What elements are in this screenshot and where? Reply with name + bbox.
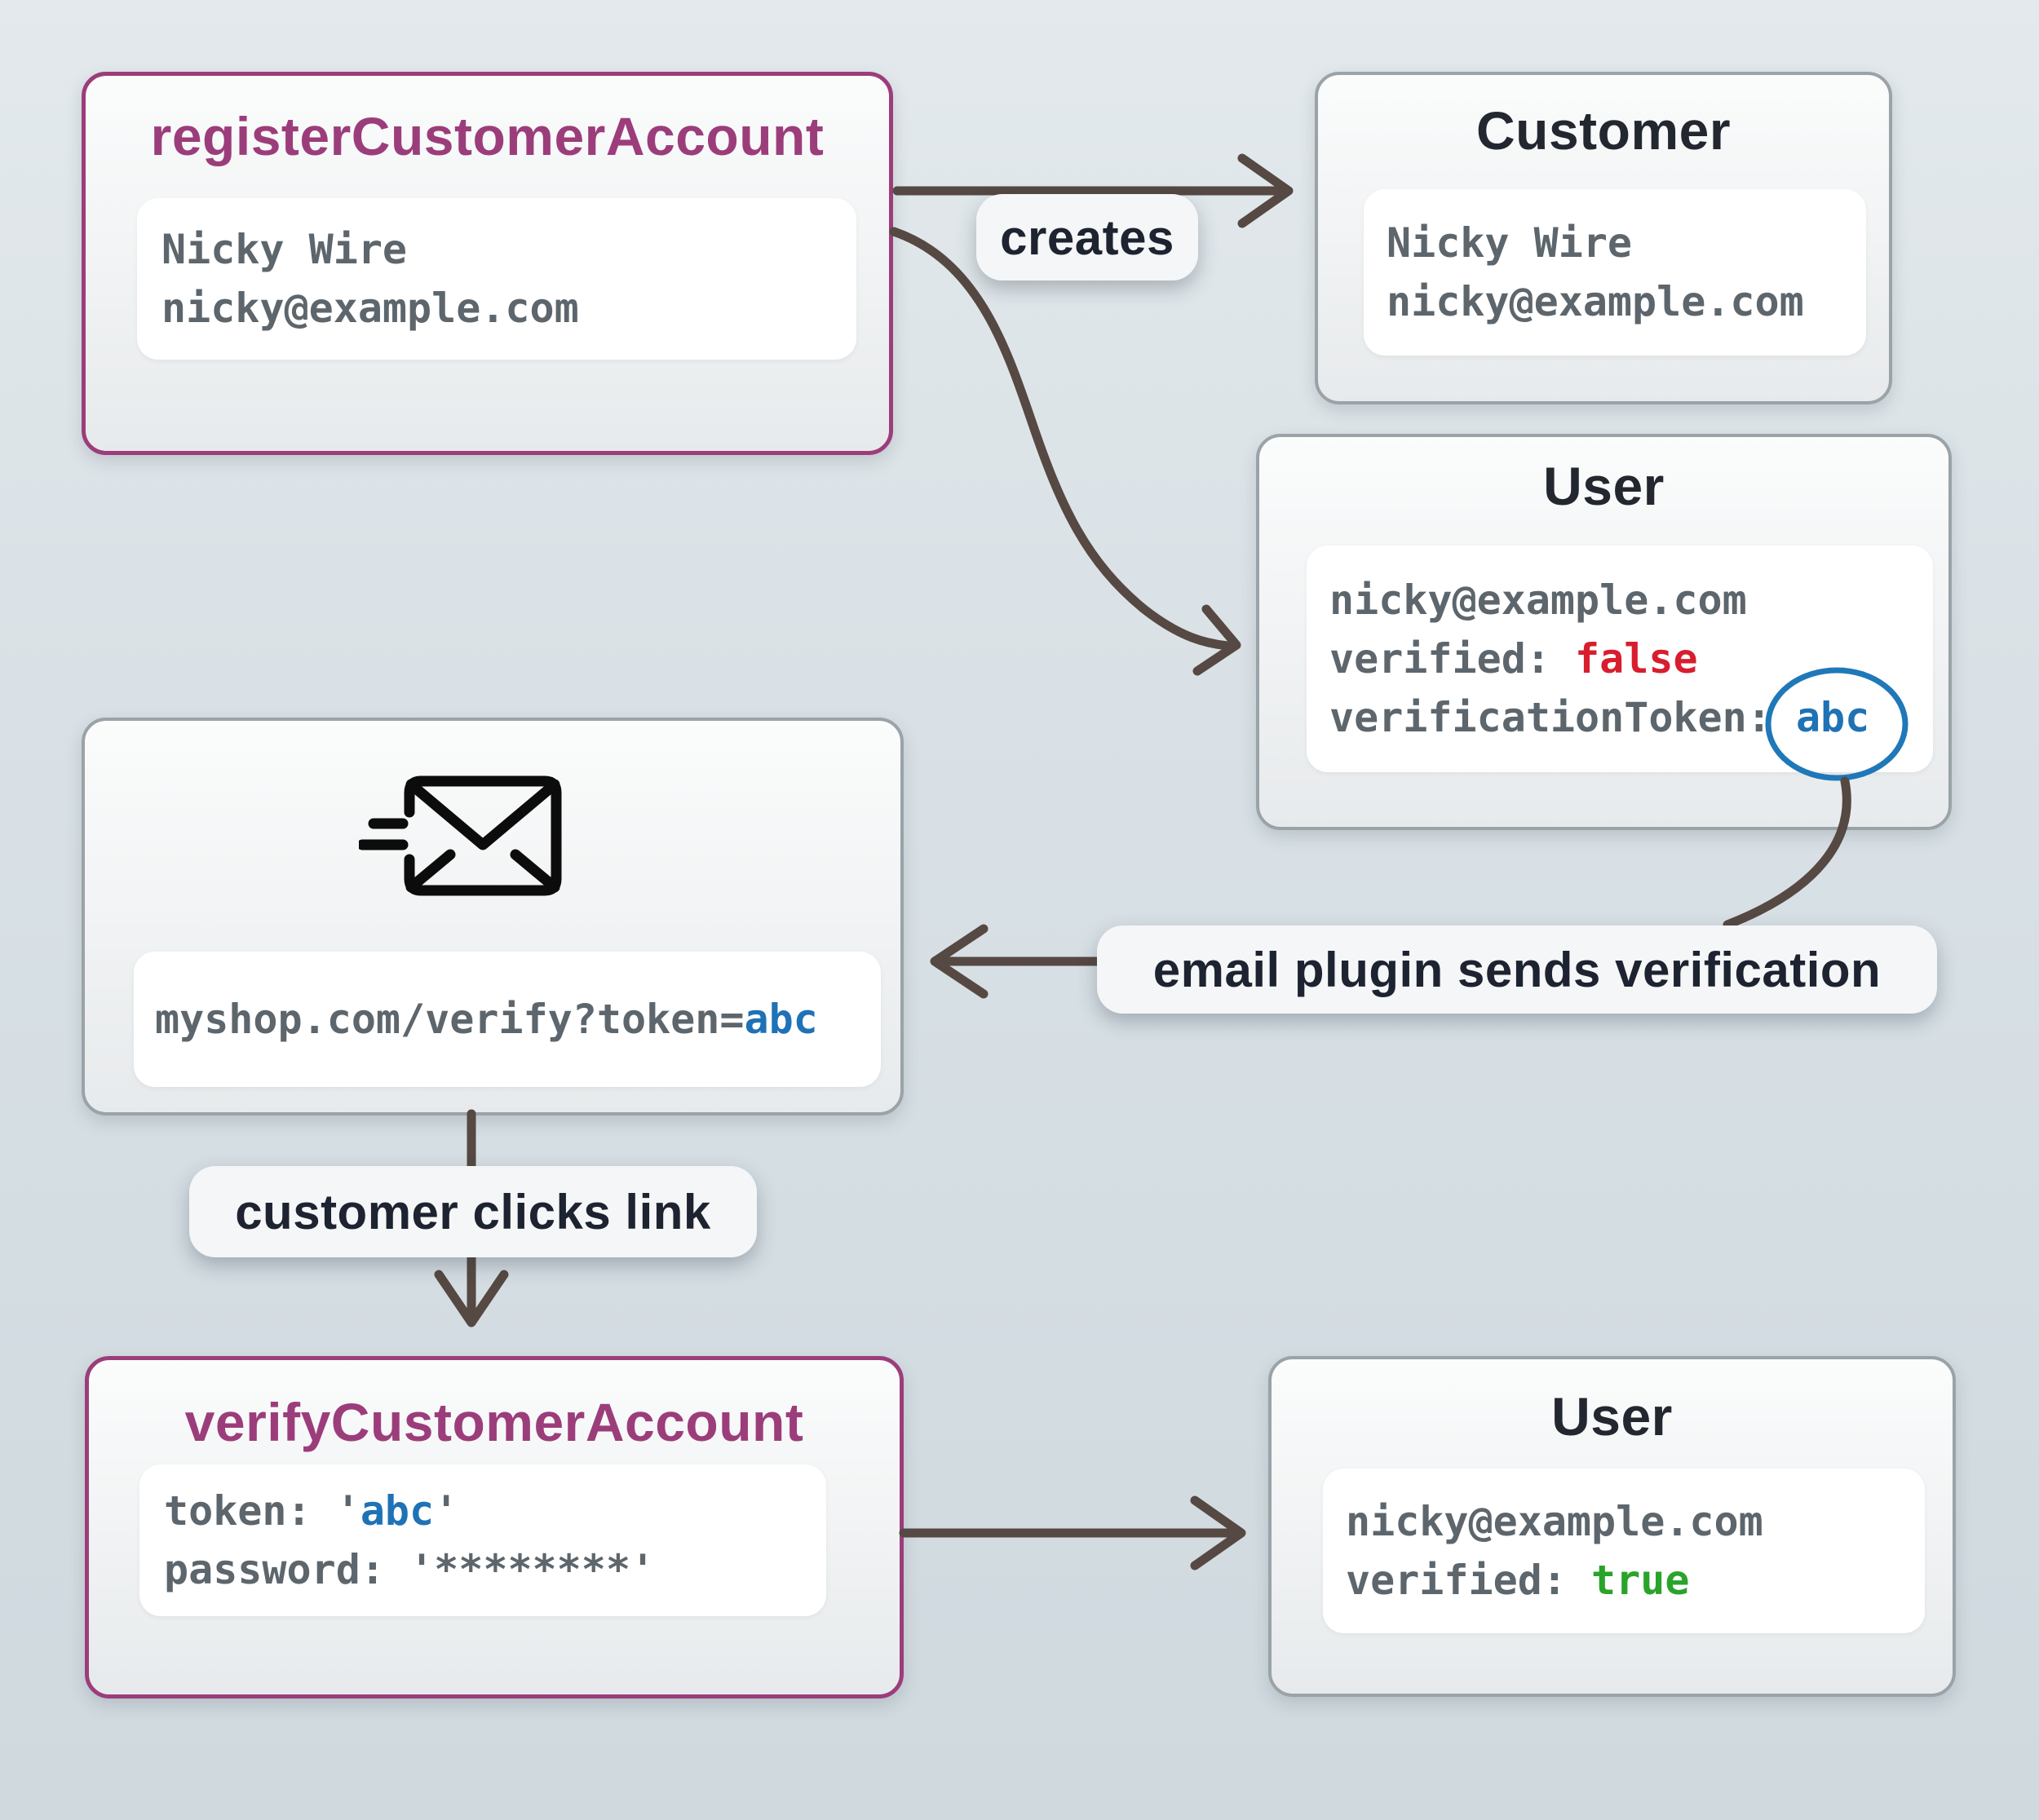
edge-label-creates: creates [976,194,1198,281]
register-card: Nicky Wire nicky@example.com [137,198,856,360]
arrow-creates-customer-head [1237,153,1294,228]
password-value: '********' [409,1546,656,1593]
verification-url-token: abc [744,996,818,1043]
verified-value-true: true [1591,1557,1690,1604]
node-customer: Customer Nicky Wire nicky@example.com [1315,72,1892,404]
node-user-unverified: User nicky@example.com verified: false v… [1256,434,1952,830]
arrow-verify-to-user-head [1190,1495,1246,1570]
arrow-creates-user-head [1192,604,1241,676]
token-suffix: ' [434,1487,459,1535]
user-token-line: verificationToken: abc [1329,688,1933,747]
arrow-clicks-head [434,1270,509,1327]
user-email: nicky@example.com [1346,1498,1763,1545]
edge-label-customer-clicks-link: customer clicks link [189,1166,757,1257]
verification-link: myshop.com/verify?token=abc [155,990,881,1049]
verified-label: verified: [1346,1557,1592,1604]
node-verification-email: myshop.com/verify?token=abc [82,718,904,1115]
customer-email: nicky@example.com [1387,278,1804,325]
node-title: verifyCustomerAccount [184,1392,804,1452]
password-line: password: '********' [164,1540,826,1599]
mail-send-icon [356,775,563,897]
arrow-plugin-to-email-head [930,924,989,999]
token-value: abc [360,1487,435,1535]
verification-link-card: myshop.com/verify?token=abc [134,952,881,1087]
verified-label: verified: [1329,635,1576,682]
node-title: User [1543,456,1665,516]
customer-name: Nicky Wire [161,226,408,273]
customer-email: nicky@example.com [161,285,579,332]
node-title: Customer [1475,100,1732,161]
customer-card: Nicky Wire nicky@example.com [1364,189,1866,356]
customer-name: Nicky Wire [1387,219,1633,267]
token-prefix: token: ' [164,1487,360,1535]
verification-token-value: abc [1795,694,1870,741]
verified-value-false: false [1575,635,1698,682]
node-verify-customer-account: verifyCustomerAccount token: 'abc' passw… [85,1356,904,1699]
node-title: User [1551,1386,1673,1447]
verification-url-prefix: myshop.com/verify?token= [155,996,745,1043]
user-email: nicky@example.com [1329,576,1747,624]
node-register-customer-account: registerCustomerAccount Nicky Wire nicky… [82,72,893,455]
verification-token-label: verificationToken: [1329,694,1796,741]
user-verified-card: nicky@example.com verified: true [1323,1469,1925,1633]
verify-card: token: 'abc' password: '********' [139,1464,826,1616]
user-unverified-card: nicky@example.com verified: false verifi… [1307,546,1933,772]
edge-label-email-plugin: email plugin sends verification [1097,925,1937,1014]
token-line: token: 'abc' [164,1482,826,1540]
user-verified-line: verified: false [1329,629,1933,688]
arrow-creates-user-line [889,227,1232,651]
password-label: password: [164,1546,410,1593]
node-title: registerCustomerAccount [150,106,825,166]
user-verified-line: verified: true [1346,1551,1925,1610]
node-user-verified: User nicky@example.com verified: true [1268,1356,1956,1697]
